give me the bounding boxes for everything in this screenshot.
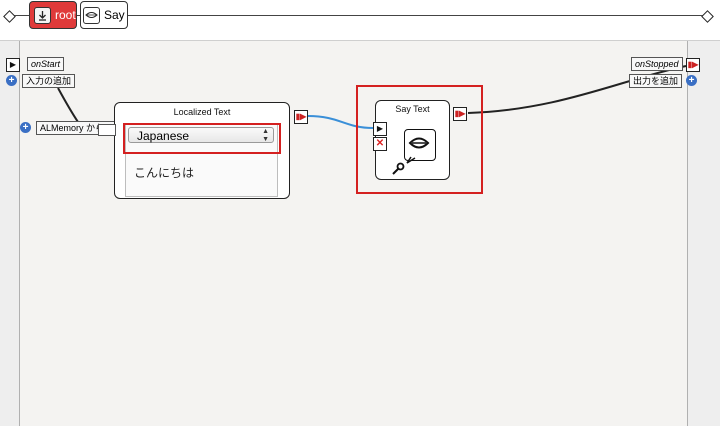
add-almemory-icon[interactable]: + [20,122,31,133]
download-arrow-icon [34,6,51,24]
say-text-highlight [356,85,483,194]
localized-text-output-port[interactable]: ▮▶ [294,110,308,124]
breadcrumb-root-label: root [55,8,76,22]
localized-text-input-port[interactable] [98,124,116,136]
say-text-onstop-port[interactable]: ✕ [373,137,387,151]
localized-text-panel: Japanese ▲▼ こんにちは [125,123,278,197]
language-select-value: Japanese [137,129,190,143]
wire-saytext-onstopped [467,65,687,114]
localized-text-title: Localized Text [173,107,231,117]
onstopped-port[interactable]: ▮▶ [686,58,700,72]
say-text-onstart-port[interactable]: ▶ [373,122,387,136]
say-text-title: Say Text [395,104,430,114]
language-select[interactable]: Japanese ▲▼ [128,127,274,143]
localized-text-box[interactable]: Localized Text Japanese ▲▼ こんにちは [114,102,290,199]
add-output-label[interactable]: 出力を追加 [629,74,683,88]
wrench-icon[interactable] [391,162,405,181]
add-input-icon[interactable]: + [6,75,17,86]
speech-bubble-icon [83,6,100,24]
wire-onstart-localized [57,87,79,123]
onstart-port[interactable]: ▶ [6,58,20,72]
add-output-icon[interactable]: + [686,75,697,86]
select-updown-icon: ▲▼ [262,128,269,143]
say-text-output-port[interactable]: ▮▶ [453,107,467,121]
onstopped-label: onStopped [631,57,683,71]
breadcrumb-root[interactable]: root [29,1,77,29]
say-text-box[interactable]: Say Text [375,100,450,180]
breadcrumb-say-label: Say [104,8,125,22]
wire-localized-saytext [307,115,374,129]
add-input-label[interactable]: 入力の追加 [22,74,76,88]
breadcrumb-bar: root Say [0,0,720,41]
language-select-highlight [123,123,281,154]
onstart-label: onStart [27,57,65,71]
breadcrumb-line [10,15,708,16]
localized-text-content[interactable]: こんにちは [134,166,195,180]
breadcrumb-say[interactable]: Say [80,1,128,29]
speech-bubble-icon [404,129,436,164]
